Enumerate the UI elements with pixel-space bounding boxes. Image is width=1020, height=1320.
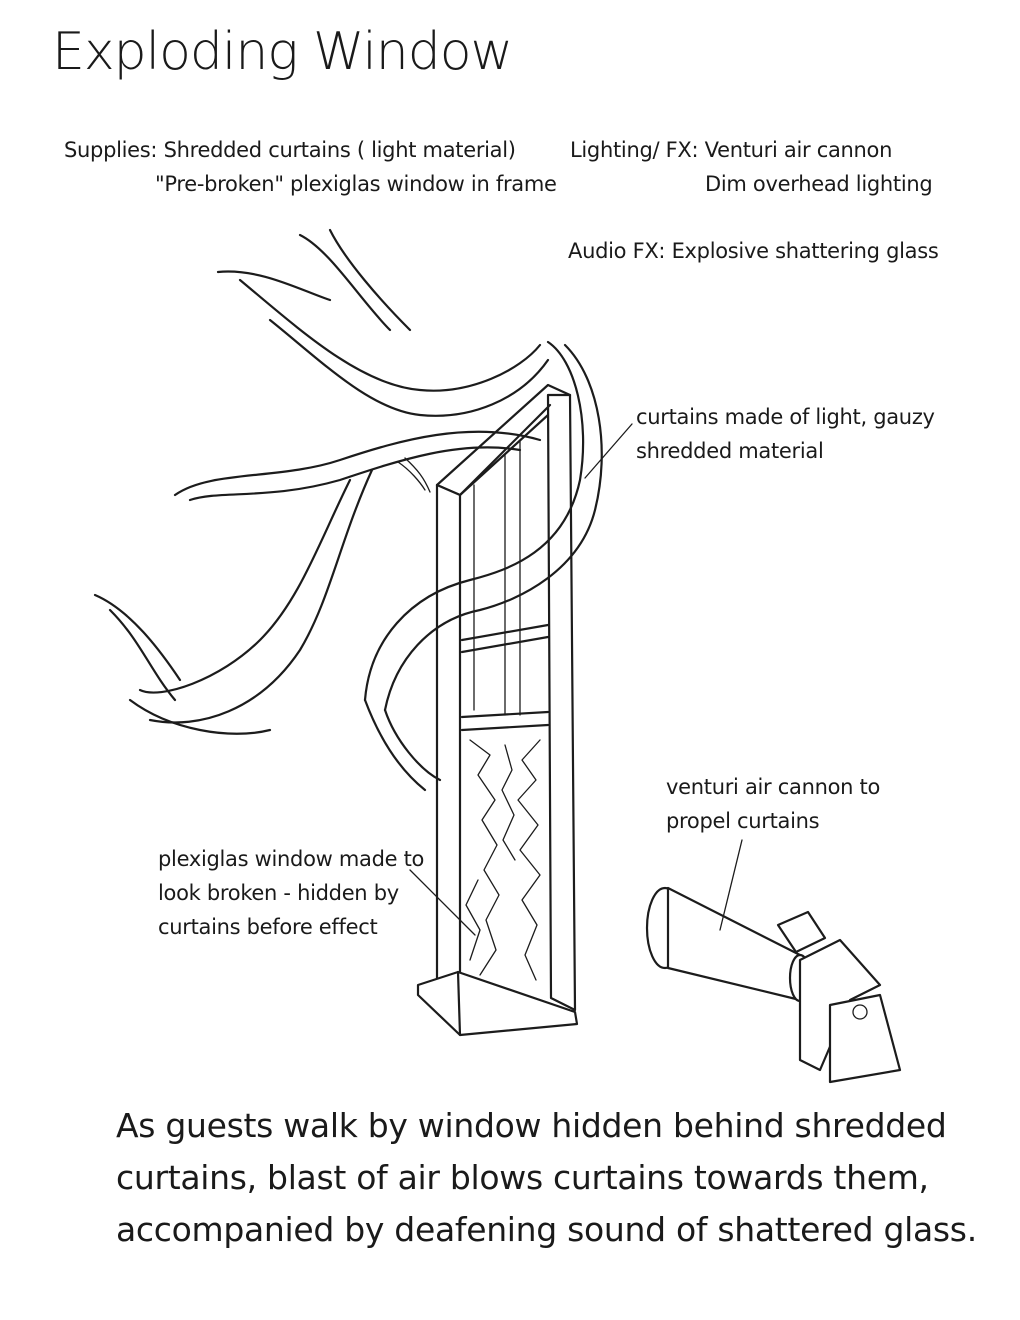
audio-fx-note: Audio FX: Explosive shattering glass [568, 239, 939, 263]
description-line-3: accompanied by deafening sound of shatte… [116, 1210, 977, 1249]
window-leader-line [409, 869, 476, 936]
description-line-2: curtains, blast of air blows curtains to… [116, 1158, 929, 1197]
supplies-line-2: "Pre-broken" plexiglas window in frame [155, 172, 557, 196]
curtains-label-line-2: shredded material [636, 439, 824, 463]
broken-glass-drawing [465, 739, 541, 981]
window-label: plexiglas window made to look broken - h… [158, 842, 424, 944]
curtains-drawing [93, 228, 603, 792]
supplies-line-1: Supplies: Shredded curtains ( light mate… [64, 138, 516, 162]
curtains-label: curtains made of light, gauzy shredded m… [636, 400, 935, 468]
window-label-line-2: look broken - hidden by [158, 881, 399, 905]
window-frame-drawing [416, 383, 579, 1037]
lighting-line-2: Dim overhead lighting [705, 172, 933, 196]
lighting-line-1: Lighting/ FX: Venturi air cannon [570, 138, 893, 162]
cannon-leader-line [719, 839, 743, 931]
curtains-label-line-1: curtains made of light, gauzy [636, 405, 935, 429]
cannon-label-line-1: venturi air cannon to [666, 775, 881, 799]
air-cannon-drawing [645, 886, 902, 1084]
effect-description: As guests walk by window hidden behind s… [116, 1100, 977, 1256]
cannon-label-line-2: propel curtains [666, 809, 820, 833]
description-line-1: As guests walk by window hidden behind s… [116, 1106, 947, 1145]
page-title: Exploding Window [52, 22, 513, 82]
window-label-line-1: plexiglas window made to [158, 847, 425, 871]
curtains-leader-line [584, 423, 633, 479]
window-label-line-3: curtains before effect [158, 915, 378, 939]
cannon-label: venturi air cannon to propel curtains [666, 770, 880, 838]
